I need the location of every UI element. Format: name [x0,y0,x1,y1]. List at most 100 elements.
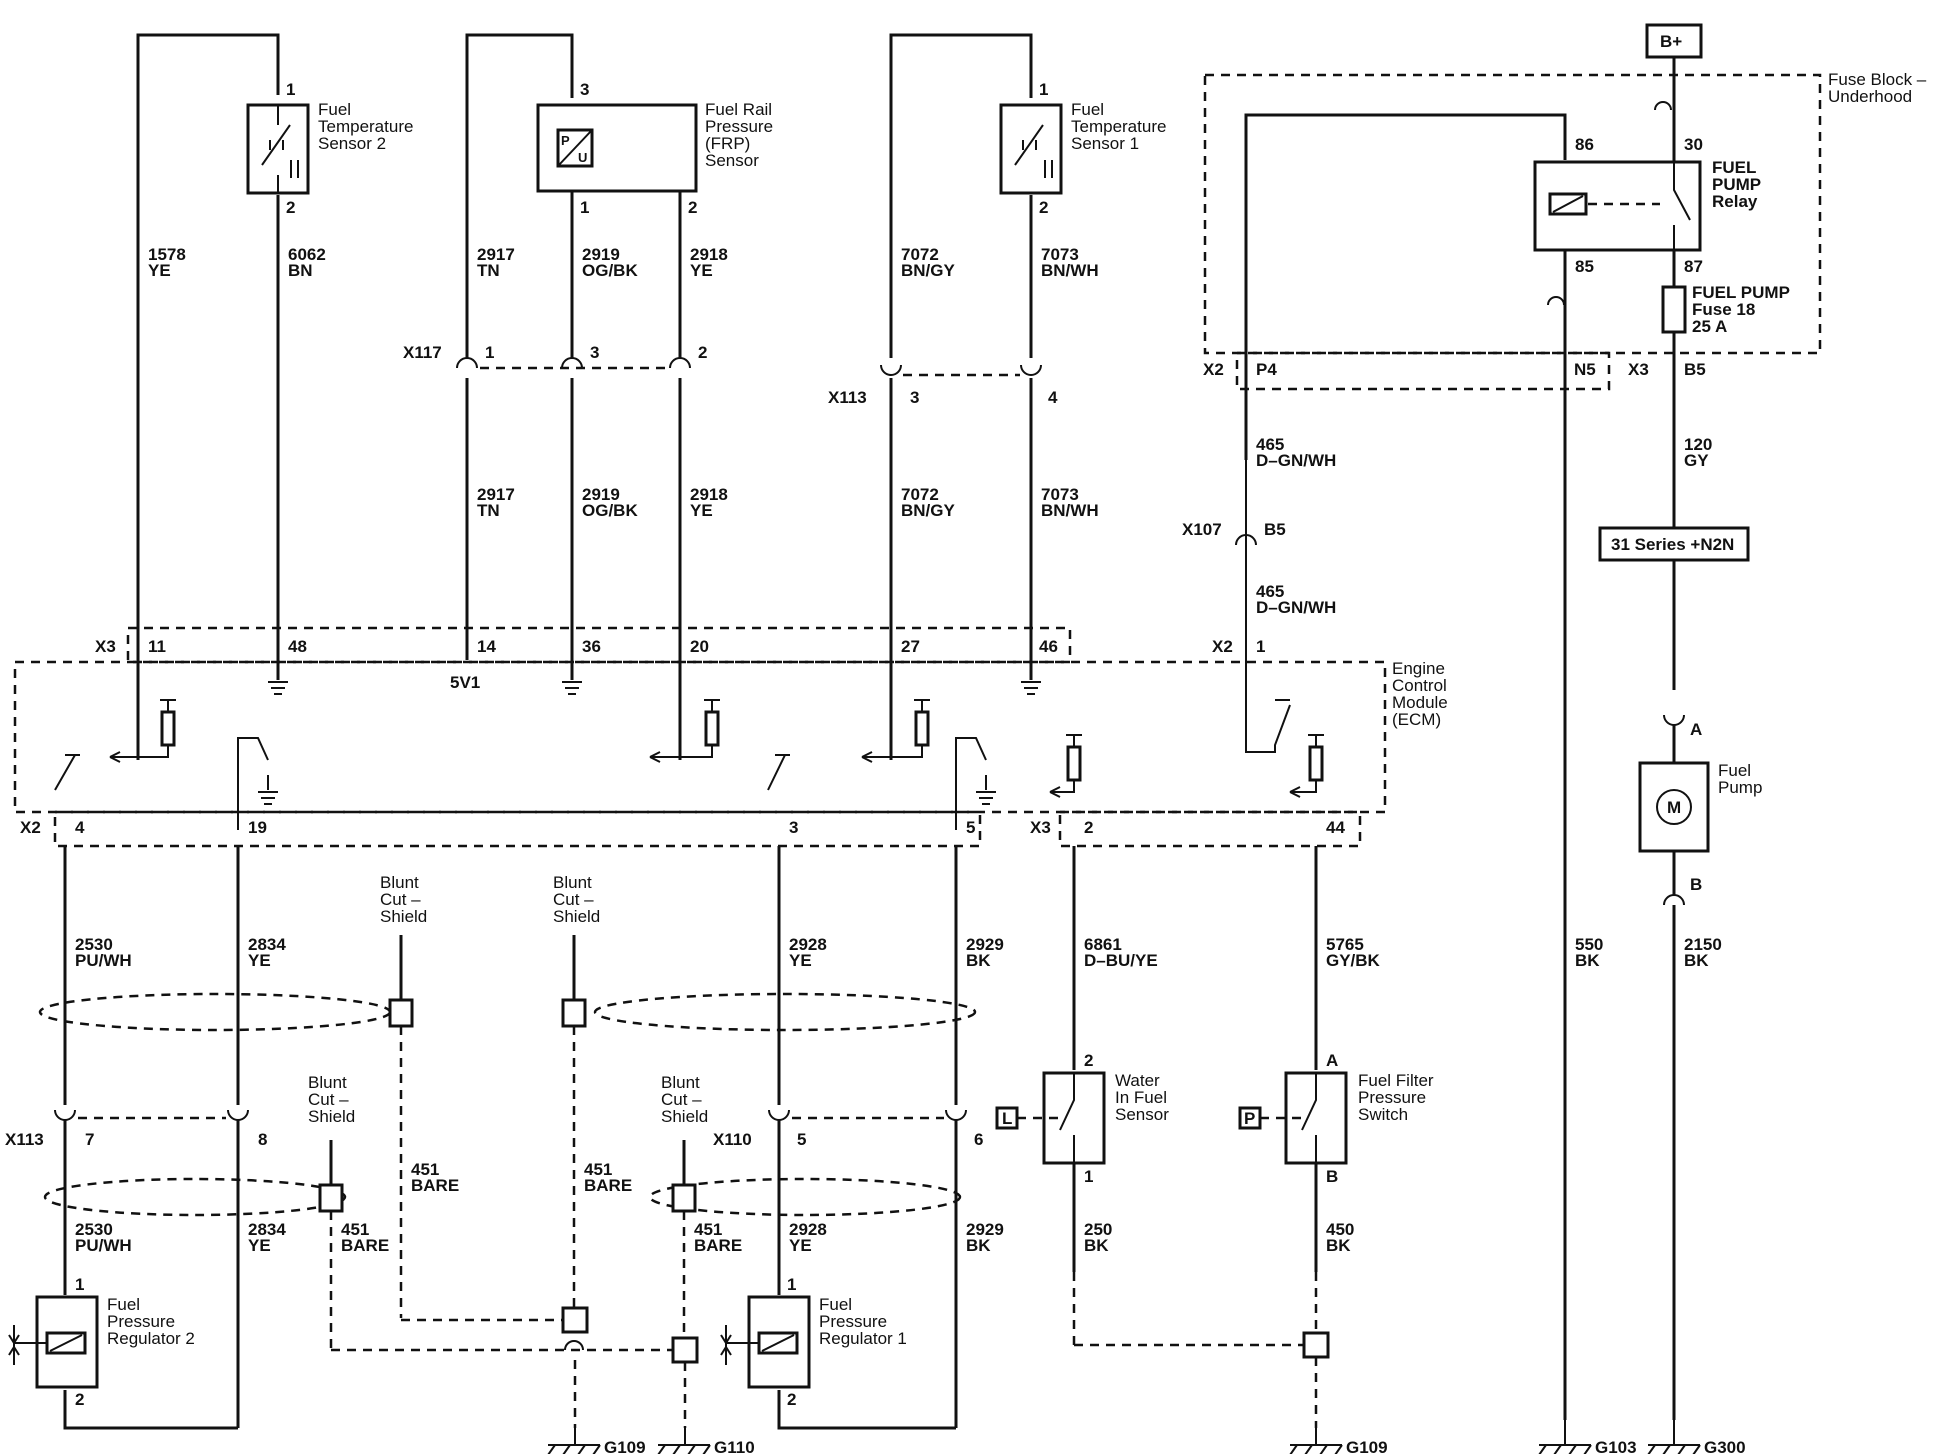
wire-250-label-line-2: BK [1084,1236,1109,1255]
blunt-cut-shield-1-line-3: Shield [380,907,427,926]
wire-2928-label-top-line-2: YE [789,951,812,970]
pin-1-fts2: 1 [286,80,295,99]
fuel-pump-relay-label-line-1: FUEL [1712,158,1756,177]
motor-glyph: M [1667,798,1681,817]
fpr1-label-line-1: Fuel [819,1295,852,1314]
fuse-block-bus-tick [1654,101,1672,111]
wire-451-label-4-line-1: 451 [694,1220,722,1239]
fuse-label-line-3: 25 A [1692,317,1727,336]
wire-550-label-line-2: BK [1575,951,1600,970]
wire-120-label-line-2: GY [1684,451,1709,470]
pin-6-x110: 6 [974,1130,983,1149]
fuel-temp-sensor-1 [999,103,1063,195]
x117-connector [456,357,691,369]
pin-2-fts1: 2 [1039,198,1048,217]
x113-top-label: X113 [828,388,867,407]
x2-lower-label: X2 [20,818,41,837]
ground-48 [268,681,288,695]
relay-coil-diag [1552,195,1584,213]
wire-451-label-1-line-1: 451 [411,1160,439,1179]
wire-2530-label-bottom-line-1: 2530 [75,1220,113,1239]
wif-switch [1059,1073,1075,1163]
pin-85: 85 [1575,257,1594,276]
pin-5-x110: 5 [797,1130,806,1149]
pin-b-pump: B [1690,875,1702,894]
x107-connector [1235,534,1257,546]
pin-48: 48 [288,637,307,656]
blunt-cut-shield-3-line-2: Cut – [308,1090,349,1109]
wire-6062-label-line-2: BN [288,261,313,280]
pin-2-fpr2: 2 [75,1390,84,1409]
fuse-label-line-2: Fuse 18 [1692,300,1755,319]
blunt-cut-shield-3-line-3: Shield [308,1107,355,1126]
wire-7073-label-top-line-1: 7073 [1041,245,1079,264]
wire-2917-top [465,33,574,358]
water-in-fuel-sensor-label-line-2: In Fuel [1115,1088,1167,1107]
pin-30: 30 [1684,135,1703,154]
blunt-cut-shield-1-line-2: Cut – [380,890,421,909]
fpr1-arrow [720,1325,759,1365]
wire-465-label-bottom-line-1: 465 [1256,582,1284,601]
wire-2917-label-bottom-line-2: TN [477,501,500,520]
fpr1-label-line-3: Regulator 1 [819,1329,907,1348]
wire-7072-label-top-line-2: BN/GY [901,261,956,280]
wire-120-label-line-1: 120 [1684,435,1712,454]
pin-44: 44 [1326,818,1345,837]
wire-2919-label-top-line-2: OG/BK [582,261,638,280]
x110-label: X110 [713,1130,752,1149]
wire-7073-label-top-line-2: BN/WH [1041,261,1099,280]
ecm-5v-label: 5V1 [450,673,480,692]
wire-1578-label-line-1: 1578 [148,245,186,264]
wire-2834-label-bottom-line-2: YE [248,1236,271,1255]
wire-451-label-2-line-1: 451 [584,1160,612,1179]
wire-2150-label-line-1: 2150 [1684,935,1722,954]
ecm-x3b-connector-strip [1058,810,1362,848]
frp-sensor [536,103,698,193]
pin-36: 36 [582,637,601,656]
fpr2-label-line-1: Fuel [107,1295,140,1314]
series-label-box [1598,526,1750,562]
pin-46: 46 [1039,637,1058,656]
pin-19: 19 [248,818,267,837]
x107-label: X107 [1182,520,1222,539]
shield-ellipse-1 [38,992,392,1032]
pin-b5-fuse: B5 [1684,360,1706,379]
ground-36 [562,681,582,695]
wire-2918-label-top-line-1: 2918 [690,245,728,264]
pin-1-fpr1: 1 [787,1275,796,1294]
wire-2918-label-bottom-line-2: YE [690,501,713,520]
wire-6861-label-line-1: 6861 [1084,935,1122,954]
fuel-pump-label-line-2: Pump [1718,778,1762,797]
ecm-internal-circuits [54,460,1324,830]
pin-3-x2: 3 [789,818,798,837]
wire-465-label-top-line-1: 465 [1256,435,1284,454]
wire-550-label-line-1: 550 [1575,935,1603,954]
wire-2928-label-bottom-line-1: 2928 [789,1220,827,1239]
fuel-temp-sensor-1-label-line-3: Sensor 1 [1071,134,1139,153]
arrow-up-down [290,160,299,178]
pin-7: 7 [85,1130,94,1149]
fuel-temp-sensor-1-label-line-2: Temperature [1071,117,1166,136]
pin-1-fts1: 1 [1039,80,1048,99]
series-label: 31 Series +N2N [1611,535,1734,554]
pin-1-fpr2: 1 [75,1275,84,1294]
pin-86: 86 [1575,135,1594,154]
fuse-18 [1661,285,1687,334]
splice-g109a [561,1306,589,1334]
wire-1578-label-line-2: YE [148,261,171,280]
battery-label: B+ [1660,32,1682,51]
pin-n5: N5 [1574,360,1596,379]
pin-27: 27 [901,637,920,656]
blunt-cut-shield-4-line-1: Blunt [661,1073,700,1092]
pin-x117-1: 1 [485,343,494,362]
frp-glyph-p: P [561,133,570,148]
pin-b-ffps: B [1326,1167,1338,1186]
pin-x113-4: 4 [1048,388,1058,407]
pin-1-frp: 1 [580,198,589,217]
relay-85-tick [1547,296,1565,306]
ffps-switch [1301,1073,1317,1163]
pin-x113-3: 3 [910,388,919,407]
x117-label: X117 [403,343,442,362]
wire-2530-label-top-line-2: PU/WH [75,951,132,970]
